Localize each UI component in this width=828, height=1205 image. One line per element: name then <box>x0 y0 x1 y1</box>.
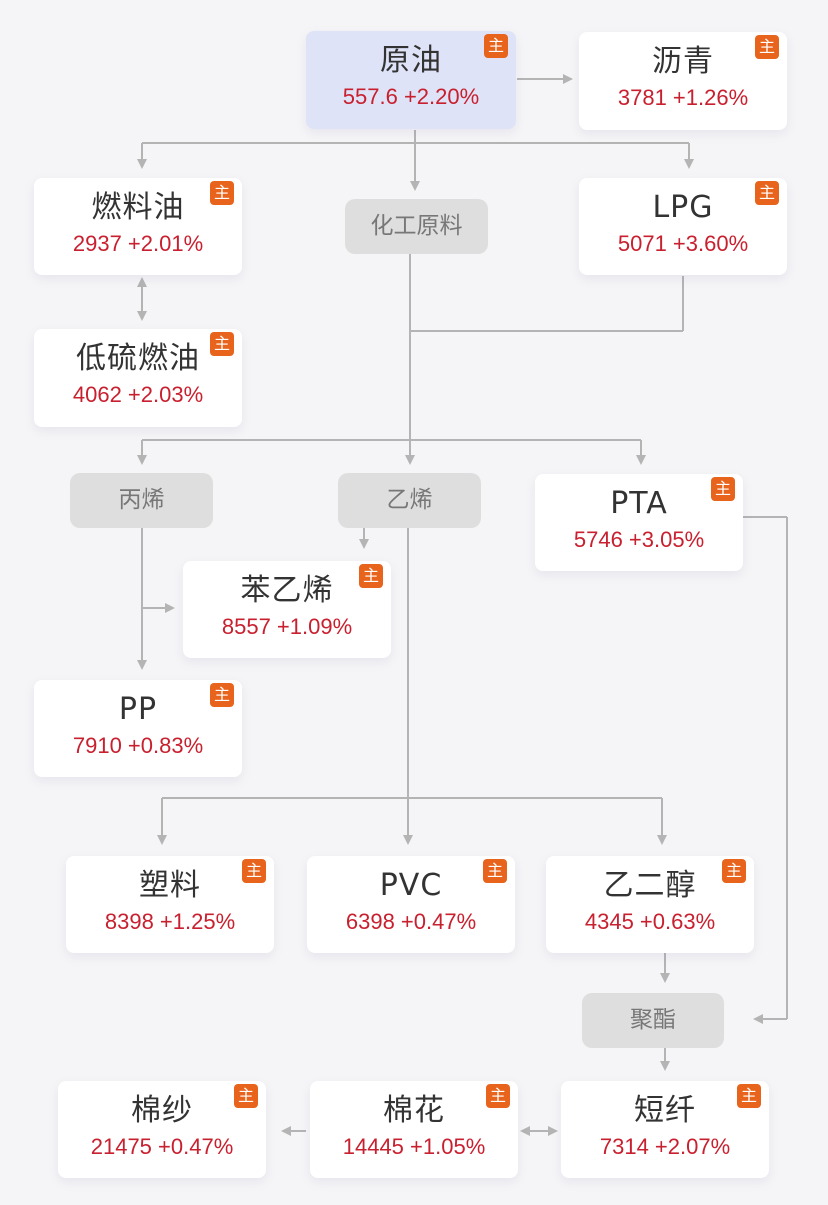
category-ethylene: 乙烯 <box>338 473 481 528</box>
main-contract-badge-icon: 主 <box>210 683 234 707</box>
node-quote: 8557 +1.09% <box>221 614 353 639</box>
node-name: 低硫燃油 <box>76 341 200 376</box>
node-name: LPG <box>652 190 714 225</box>
category-chemical-raw: 化工原料 <box>345 199 488 254</box>
node-quote: 557.6 +2.20% <box>342 84 480 109</box>
main-contract-badge-icon: 主 <box>483 859 507 883</box>
node-name: 短纤 <box>634 1093 696 1128</box>
node-name: 乙二醇 <box>603 868 697 903</box>
node-quote: 2937 +2.01% <box>72 231 204 256</box>
main-contract-badge-icon: 主 <box>486 1084 510 1108</box>
node-quote: 6398 +0.47% <box>345 909 477 934</box>
node-quote: 14445 +1.05% <box>342 1134 486 1159</box>
node-name: PP <box>118 692 158 727</box>
node-quote: 5746 +3.05% <box>573 527 705 552</box>
node-quote: 21475 +0.47% <box>90 1134 234 1159</box>
main-contract-badge-icon: 主 <box>234 1084 258 1108</box>
node-name: 沥青 <box>652 44 714 79</box>
main-contract-badge-icon: 主 <box>484 34 508 58</box>
main-contract-badge-icon: 主 <box>242 859 266 883</box>
node-name: 棉花 <box>383 1093 445 1128</box>
node-staple-fiber[interactable]: 短纤 7314 +2.07% 主 <box>561 1081 769 1178</box>
main-contract-badge-icon: 主 <box>210 181 234 205</box>
node-crude-oil[interactable]: 原油 557.6 +2.20% 主 <box>306 31 516 129</box>
node-name: 塑料 <box>139 868 201 903</box>
node-quote: 3781 +1.26% <box>617 85 749 110</box>
node-name: PTA <box>610 486 668 521</box>
node-fuel-oil[interactable]: 燃料油 2937 +2.01% 主 <box>34 178 242 275</box>
node-asphalt[interactable]: 沥青 3781 +1.26% 主 <box>579 32 787 130</box>
node-styrene[interactable]: 苯乙烯 8557 +1.09% 主 <box>183 561 391 658</box>
node-quote: 7314 +2.07% <box>599 1134 731 1159</box>
main-contract-badge-icon: 主 <box>755 35 779 59</box>
node-ethylene-glycol[interactable]: 乙二醇 4345 +0.63% 主 <box>546 856 754 953</box>
node-lpg[interactable]: LPG 5071 +3.60% 主 <box>579 178 787 275</box>
node-pvc[interactable]: PVC 6398 +0.47% 主 <box>307 856 515 953</box>
node-name: 燃料油 <box>91 190 185 225</box>
node-name: PVC <box>379 868 443 903</box>
node-quote: 4345 +0.63% <box>584 909 716 934</box>
node-quote: 4062 +2.03% <box>72 382 204 407</box>
node-name: 棉纱 <box>131 1093 193 1128</box>
node-pp[interactable]: PP 7910 +0.83% 主 <box>34 680 242 777</box>
main-contract-badge-icon: 主 <box>210 332 234 356</box>
category-propylene: 丙烯 <box>70 473 213 528</box>
node-plastic[interactable]: 塑料 8398 +1.25% 主 <box>66 856 274 953</box>
node-quote: 5071 +3.60% <box>617 231 749 256</box>
main-contract-badge-icon: 主 <box>711 477 735 501</box>
node-quote: 7910 +0.83% <box>72 733 204 758</box>
main-contract-badge-icon: 主 <box>722 859 746 883</box>
node-cotton-yarn[interactable]: 棉纱 21475 +0.47% 主 <box>58 1081 266 1178</box>
node-quote: 8398 +1.25% <box>104 909 236 934</box>
node-cotton[interactable]: 棉花 14445 +1.05% 主 <box>310 1081 518 1178</box>
node-name: 苯乙烯 <box>240 573 334 608</box>
main-contract-badge-icon: 主 <box>359 564 383 588</box>
node-pta[interactable]: PTA 5746 +3.05% 主 <box>535 474 743 571</box>
main-contract-badge-icon: 主 <box>737 1084 761 1108</box>
main-contract-badge-icon: 主 <box>755 181 779 205</box>
node-low-sulfur-fuel-oil[interactable]: 低硫燃油 4062 +2.03% 主 <box>34 329 242 427</box>
category-polyester: 聚酯 <box>582 993 724 1048</box>
node-name: 原油 <box>380 43 442 78</box>
